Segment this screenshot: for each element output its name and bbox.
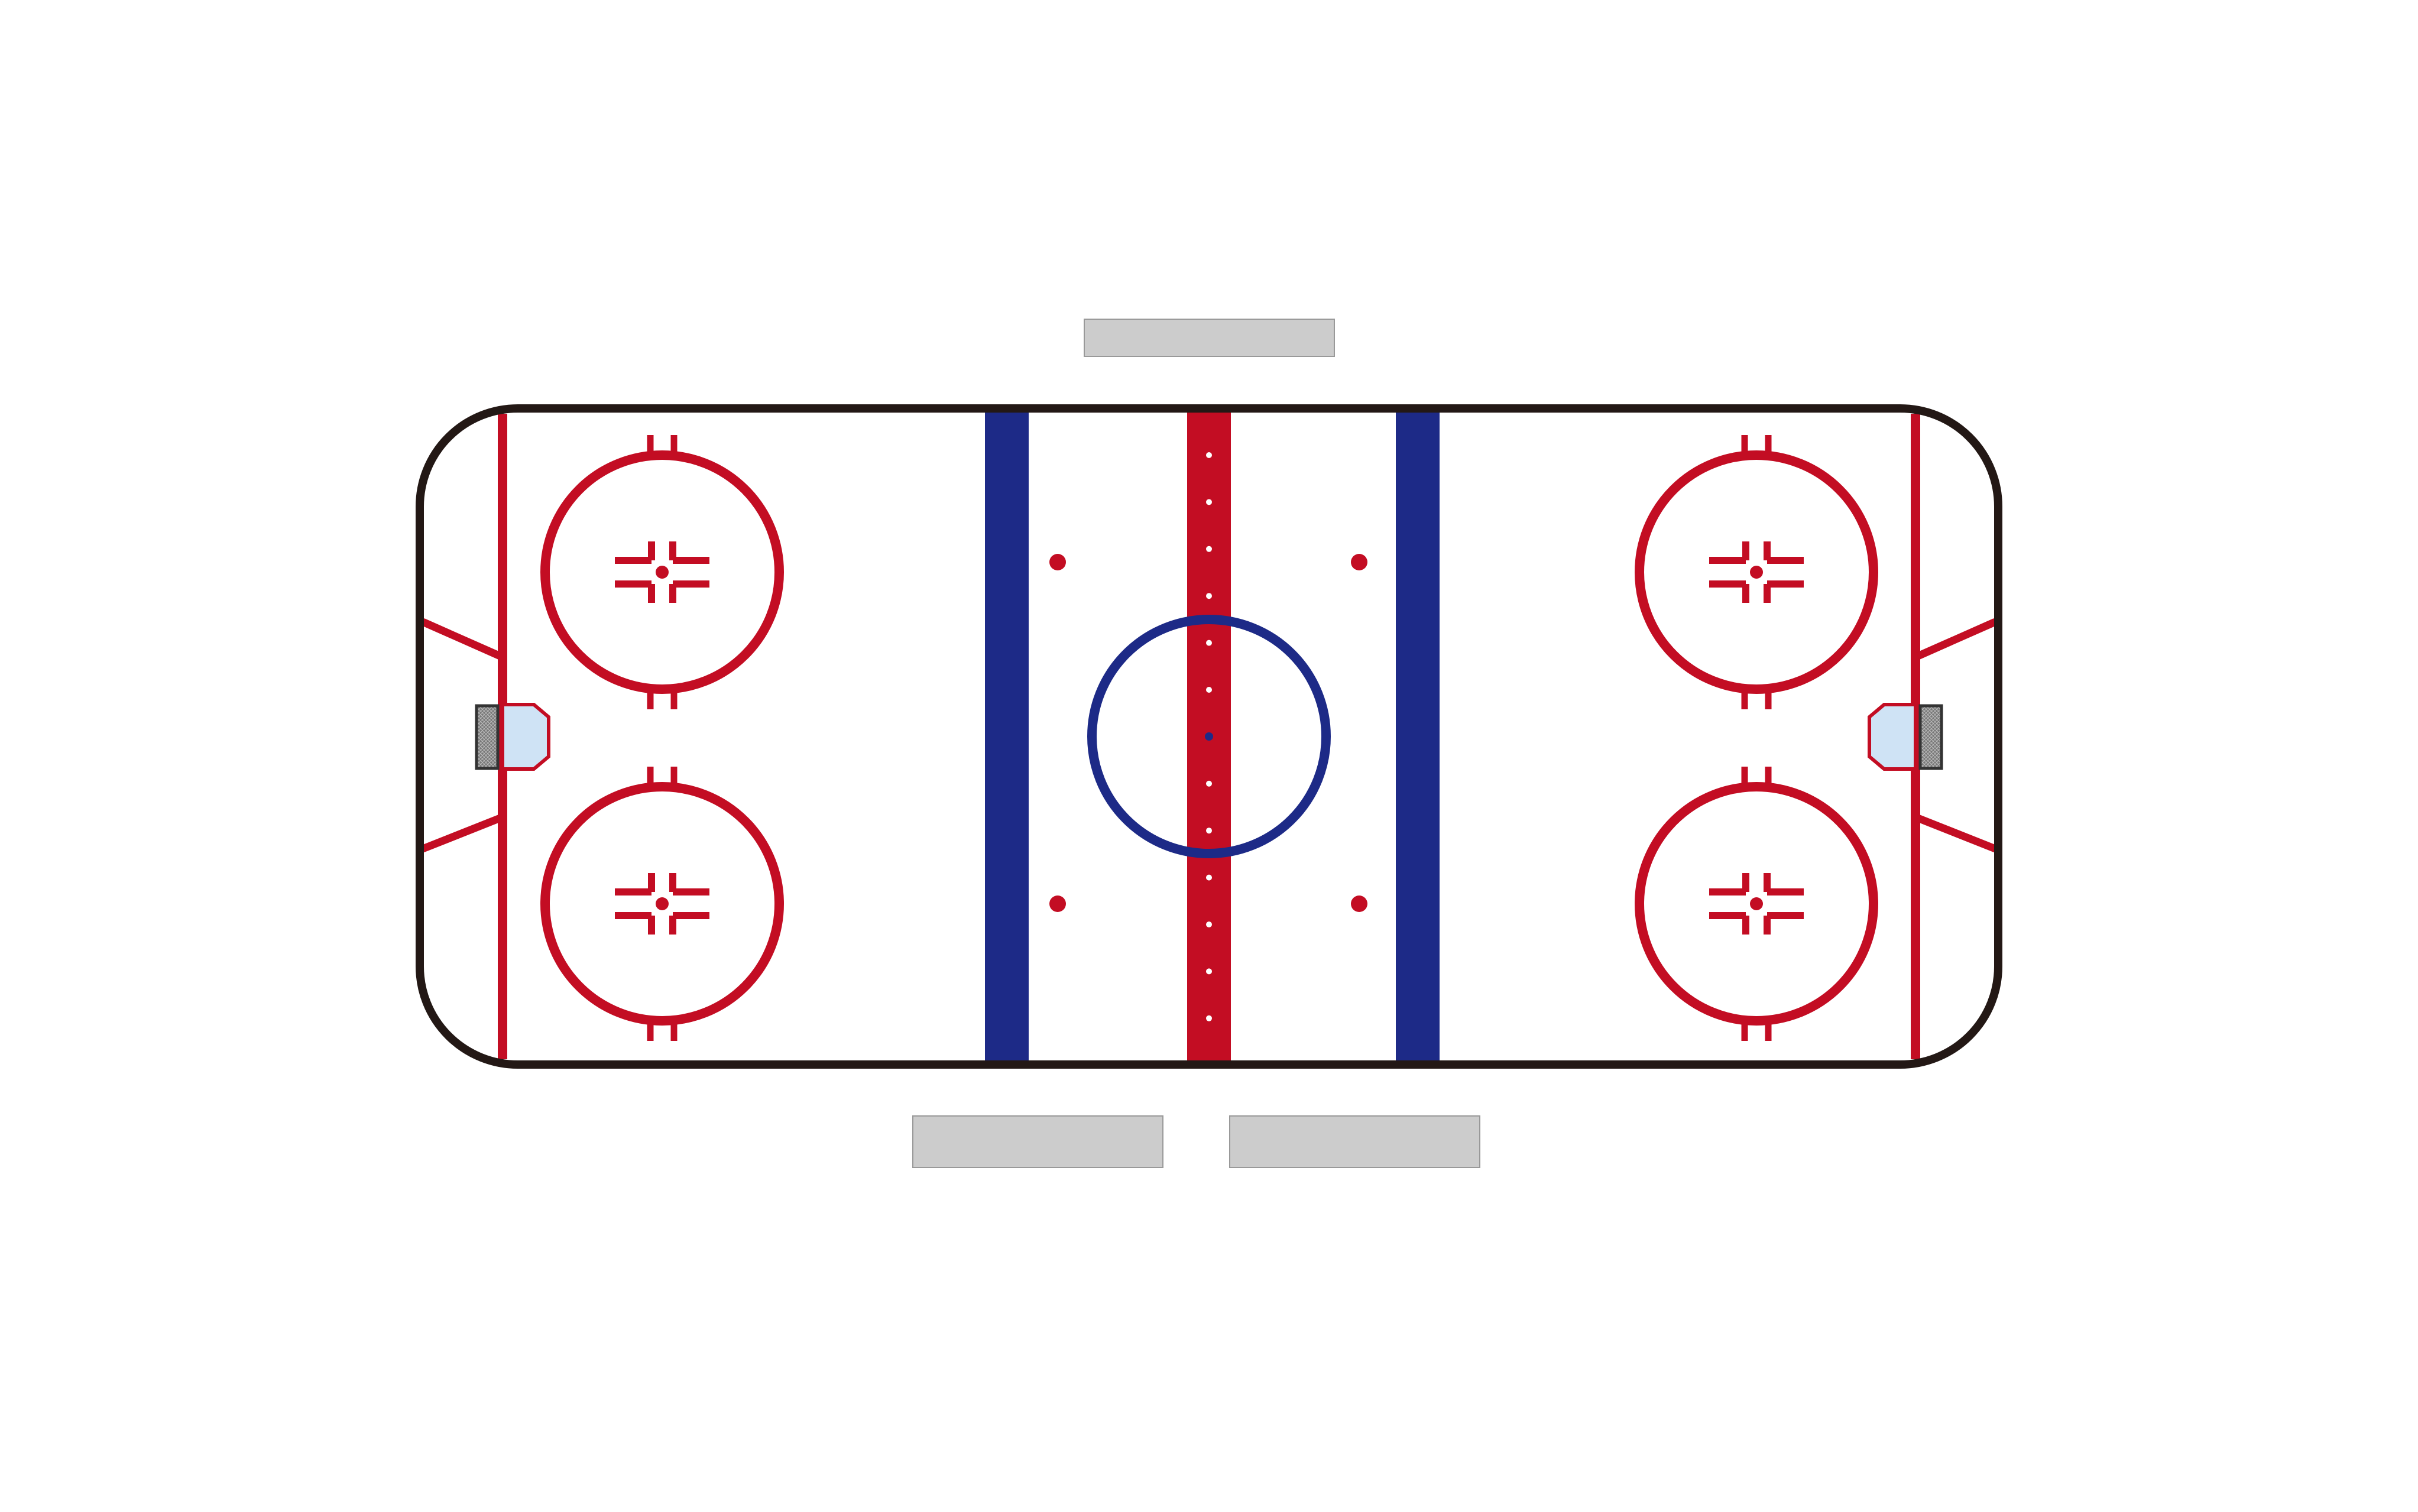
endzone-faceoff-circle xyxy=(1635,435,1878,709)
bottom-left-bench-box xyxy=(912,1115,1163,1168)
right-goal-net xyxy=(1918,704,1943,770)
centre-line-dot xyxy=(1206,452,1212,458)
centre-line-dot xyxy=(1206,874,1212,881)
centre-line-dot xyxy=(1206,499,1212,505)
left-goal-net xyxy=(475,704,500,770)
centre-line-dot xyxy=(1206,1015,1212,1021)
right-blue-line xyxy=(1396,412,1440,1061)
centre-line-dot xyxy=(1206,968,1212,975)
centre-line-dots xyxy=(1206,452,1212,1021)
endzone-faceoff-circle xyxy=(540,767,784,1041)
neutral-zone-dot xyxy=(1049,554,1066,570)
centre-faceoff-circle xyxy=(1087,615,1331,858)
left-trapezoid-lines xyxy=(421,618,502,853)
left-blue-line xyxy=(985,412,1029,1061)
centre-line-dot xyxy=(1206,593,1212,599)
top-bench-box xyxy=(1084,319,1335,357)
neutral-zone-dot xyxy=(1351,554,1367,570)
centre-line-dot xyxy=(1206,780,1212,787)
centre-line-dot xyxy=(1206,546,1212,552)
rink-boards xyxy=(416,404,2002,1069)
endzone-faceoff-circle xyxy=(540,435,784,709)
centre-line-dot xyxy=(1206,828,1212,834)
centre-faceoff-spot xyxy=(1205,732,1213,741)
neutral-zone-dot xyxy=(1049,895,1066,912)
centre-line-dot xyxy=(1206,687,1212,693)
right-trapezoid-lines xyxy=(1916,618,1997,853)
neutral-zone-dot xyxy=(1351,895,1367,912)
centre-line-dot xyxy=(1206,922,1212,927)
left-goal-crease xyxy=(501,703,550,771)
bottom-right-bench-box xyxy=(1229,1115,1480,1168)
centre-line-dot xyxy=(1206,640,1212,646)
endzone-faceoff-circle xyxy=(1635,767,1878,1041)
right-goal-crease xyxy=(1868,703,1917,771)
